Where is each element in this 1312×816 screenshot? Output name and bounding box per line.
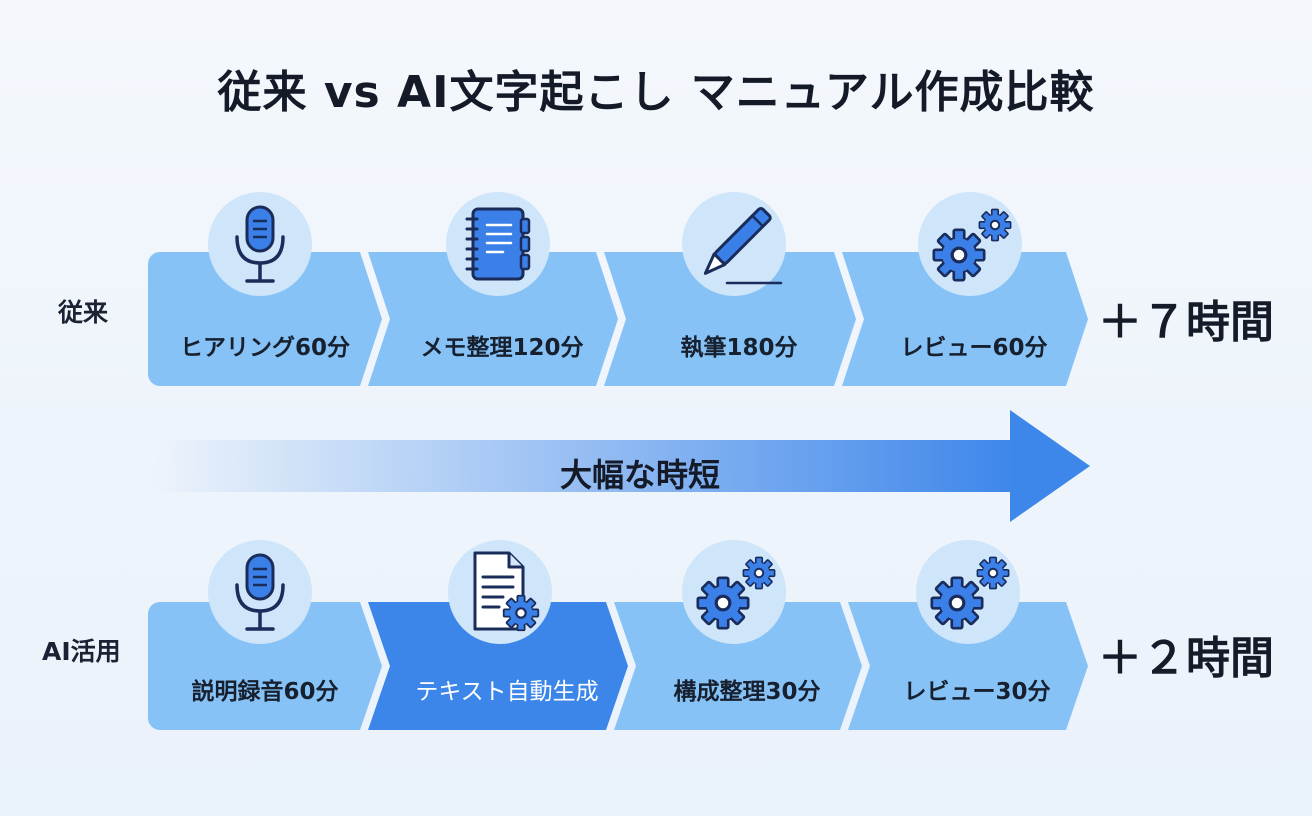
step-label: メモ整理120分 [420, 335, 584, 361]
pen-icon [682, 192, 786, 296]
row-label-ai: AI活用 [42, 637, 121, 666]
time-saving-arrow: 大幅な時短 [150, 410, 1090, 522]
step-label: レビュー30分 [903, 679, 1051, 705]
microphone-icon [208, 192, 312, 296]
page-title: 従来 vs AI文字起こし マニュアル作成比較 [217, 67, 1095, 118]
total-traditional: ＋７時間 [1098, 297, 1274, 348]
total-ai: ＋２時間 [1098, 633, 1274, 684]
document-gear-icon [448, 540, 552, 644]
arrow-head [1010, 410, 1090, 522]
microphone-icon [208, 540, 312, 644]
step-label: 説明録音60分 [191, 679, 339, 705]
gears-icon [682, 540, 786, 644]
step-label: 執筆180分 [680, 335, 798, 361]
step-label: ヒアリング60分 [179, 335, 350, 361]
step-review: レビュー60分 [842, 252, 1088, 386]
arrow-label: 大幅な時短 [559, 456, 720, 494]
gears-icon [918, 192, 1022, 296]
step-label: 構成整理30分 [673, 679, 821, 705]
step-memo: メモ整理120分 [368, 252, 618, 386]
step-label: テキスト自動生成 [415, 679, 599, 705]
arrow-body [150, 440, 1020, 492]
notebook-icon [446, 192, 550, 296]
step-label: レビュー60分 [900, 335, 1048, 361]
gears-icon [916, 540, 1020, 644]
row-label-traditional: 従来 [58, 298, 109, 327]
